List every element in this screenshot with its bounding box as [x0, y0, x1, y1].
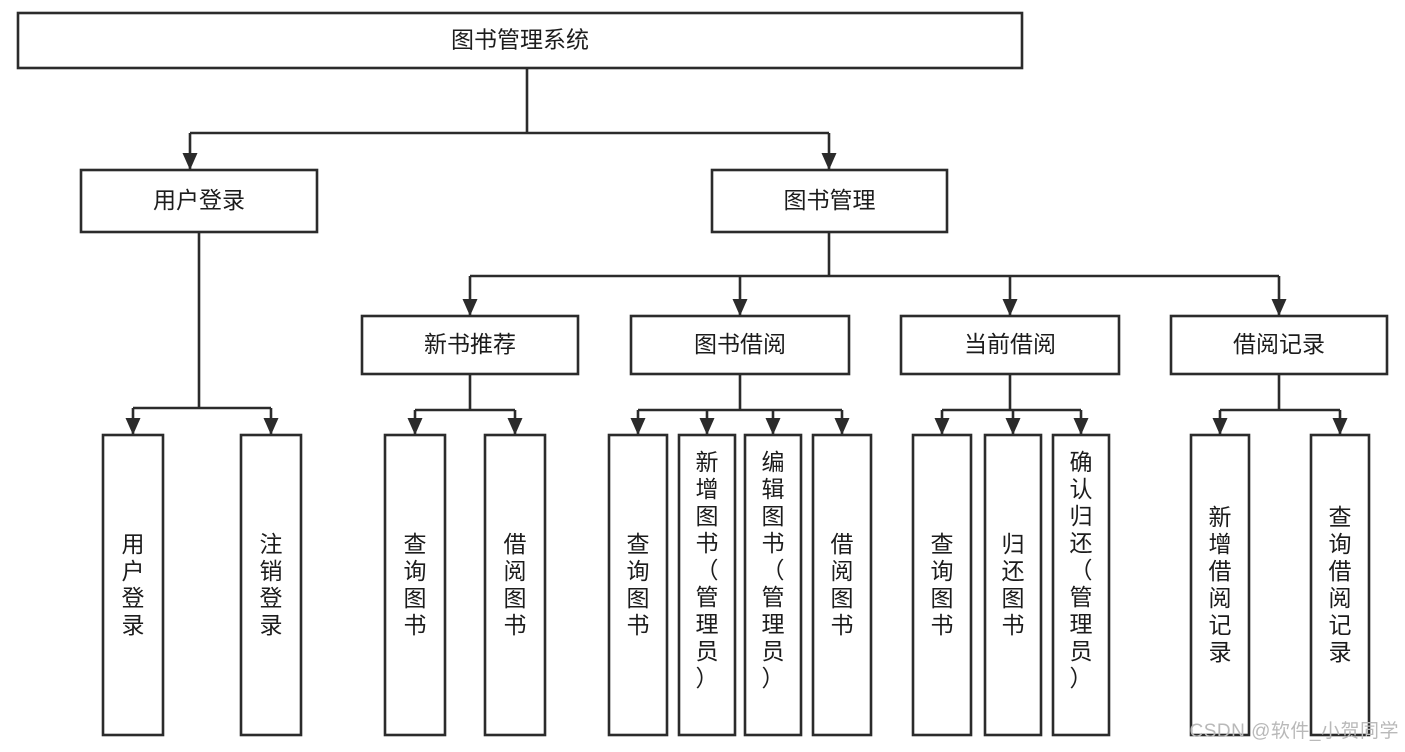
- arrow-head-icon: [407, 418, 423, 435]
- node-label: 图书借阅: [694, 331, 786, 357]
- leaf-node-box[interactable]: [983, 433, 1043, 737]
- node-leaf-borrow-book-recommend[interactable]: 借阅图书: [483, 433, 547, 737]
- node-leaf-query-book-current[interactable]: 查询图书: [911, 433, 973, 737]
- node-label: 用户登录: [122, 531, 145, 638]
- node-label: 新增图书（管理员）: [696, 449, 719, 691]
- node-label: 当前借阅: [964, 331, 1056, 357]
- leaf-node-box[interactable]: [101, 433, 165, 737]
- node-leaf-add-book-admin[interactable]: 新增图书（管理员）: [677, 433, 737, 737]
- node-borrow-record[interactable]: 借阅记录: [1169, 314, 1389, 376]
- node-label: 查询借阅记录: [1329, 504, 1352, 665]
- level3-node-box[interactable]: [629, 314, 851, 376]
- node-leaf-edit-book-admin[interactable]: 编辑图书（管理员）: [743, 433, 803, 737]
- leaf-node-box[interactable]: [1309, 433, 1371, 737]
- arrow-head-icon: [1073, 418, 1089, 435]
- node-label: 借阅记录: [1233, 331, 1325, 357]
- node-label: 图书管理: [784, 187, 876, 213]
- arrow-head-icon: [1212, 418, 1228, 435]
- node-label: 用户登录: [153, 187, 245, 213]
- level2-node-box[interactable]: [710, 168, 949, 234]
- level3-node-box[interactable]: [360, 314, 580, 376]
- level3-node-box[interactable]: [899, 314, 1121, 376]
- node-leaf-borrow-book-borrow[interactable]: 借阅图书: [811, 433, 873, 737]
- arrow-head-icon: [765, 418, 781, 435]
- leaf-node-box[interactable]: [1189, 433, 1251, 737]
- arrow-head-icon: [1005, 418, 1021, 435]
- leaf-node-box[interactable]: [607, 433, 669, 737]
- node-current-borrow[interactable]: 当前借阅: [899, 314, 1121, 376]
- node-user-login[interactable]: 用户登录: [79, 168, 319, 234]
- node-leaf-confirm-return-admin[interactable]: 确认归还（管理员）: [1051, 433, 1111, 737]
- node-book-management[interactable]: 图书管理: [710, 168, 949, 234]
- node-label: 确认归还（管理员）: [1070, 449, 1093, 691]
- leaf-node-box[interactable]: [911, 433, 973, 737]
- level2-node-box[interactable]: [79, 168, 319, 234]
- leaf-node-box[interactable]: [239, 433, 303, 737]
- arrow-head-icon: [732, 299, 748, 316]
- node-label: 新增借阅记录: [1209, 504, 1232, 665]
- watermark-label: CSDN @软件_小贺同学: [1189, 721, 1399, 742]
- node-label: 编辑图书（管理员）: [762, 449, 785, 691]
- arrow-head-icon: [934, 418, 950, 435]
- node-leaf-return-book[interactable]: 归还图书: [983, 433, 1043, 737]
- arrow-head-icon: [263, 418, 279, 435]
- node-layer: 图书管理系统用户登录图书管理新书推荐图书借阅当前借阅借阅记录用户登录注销登录查询…: [16, 11, 1389, 737]
- leaf-node-box[interactable]: [811, 433, 873, 737]
- leaf-node-box[interactable]: [677, 433, 737, 737]
- node-label: 查询图书: [931, 531, 954, 638]
- arrow-head-icon: [699, 418, 715, 435]
- node-label: 注销登录: [260, 531, 283, 638]
- arrow-head-icon: [507, 418, 523, 435]
- node-label: 查询图书: [627, 531, 650, 638]
- node-book-borrow[interactable]: 图书借阅: [629, 314, 851, 376]
- arrow-head-icon: [125, 418, 141, 435]
- node-root[interactable]: 图书管理系统: [16, 11, 1024, 70]
- arrow-head-icon: [821, 153, 837, 170]
- level3-node-box[interactable]: [1169, 314, 1389, 376]
- connector-root-to-level2: [188, 68, 831, 170]
- arrow-head-icon: [834, 418, 850, 435]
- leaf-node-box[interactable]: [383, 433, 447, 737]
- node-label: 图书管理系统: [451, 27, 589, 53]
- node-label: 借阅图书: [504, 531, 527, 638]
- leaf-node-box[interactable]: [743, 433, 803, 737]
- connector-userlogin-to-leaves: [131, 232, 273, 435]
- arrow-head-icon: [630, 418, 646, 435]
- connector-borrowrecord-to-leaves: [1218, 374, 1342, 435]
- node-label: 新书推荐: [424, 331, 516, 357]
- node-leaf-query-book-recommend[interactable]: 查询图书: [383, 433, 447, 737]
- arrow-head-icon: [182, 153, 198, 170]
- node-label: 查询图书: [404, 531, 427, 638]
- connector-bookborrow-to-leaves: [636, 374, 844, 435]
- node-label: 归还图书: [1002, 531, 1025, 638]
- connector-recommend-to-leaves: [413, 374, 517, 435]
- connector-layer: [125, 68, 1348, 435]
- leaf-node-box[interactable]: [483, 433, 547, 737]
- node-leaf-add-borrow-record[interactable]: 新增借阅记录: [1189, 433, 1251, 737]
- arrow-head-icon: [1271, 299, 1287, 316]
- arrow-head-icon: [1002, 299, 1018, 316]
- connector-bookmgmt-to-level3: [468, 232, 1281, 316]
- node-label: 借阅图书: [831, 531, 854, 638]
- arrow-head-icon: [462, 299, 478, 316]
- leaf-node-box[interactable]: [1051, 433, 1111, 737]
- root-node-box[interactable]: [16, 11, 1024, 70]
- node-new-book-recommend[interactable]: 新书推荐: [360, 314, 580, 376]
- node-leaf-user-logout[interactable]: 注销登录: [239, 433, 303, 737]
- node-leaf-query-borrow-record[interactable]: 查询借阅记录: [1309, 433, 1371, 737]
- node-leaf-user-login[interactable]: 用户登录: [101, 433, 165, 737]
- arrow-head-icon: [1332, 418, 1348, 435]
- node-leaf-query-book-borrow[interactable]: 查询图书: [607, 433, 669, 737]
